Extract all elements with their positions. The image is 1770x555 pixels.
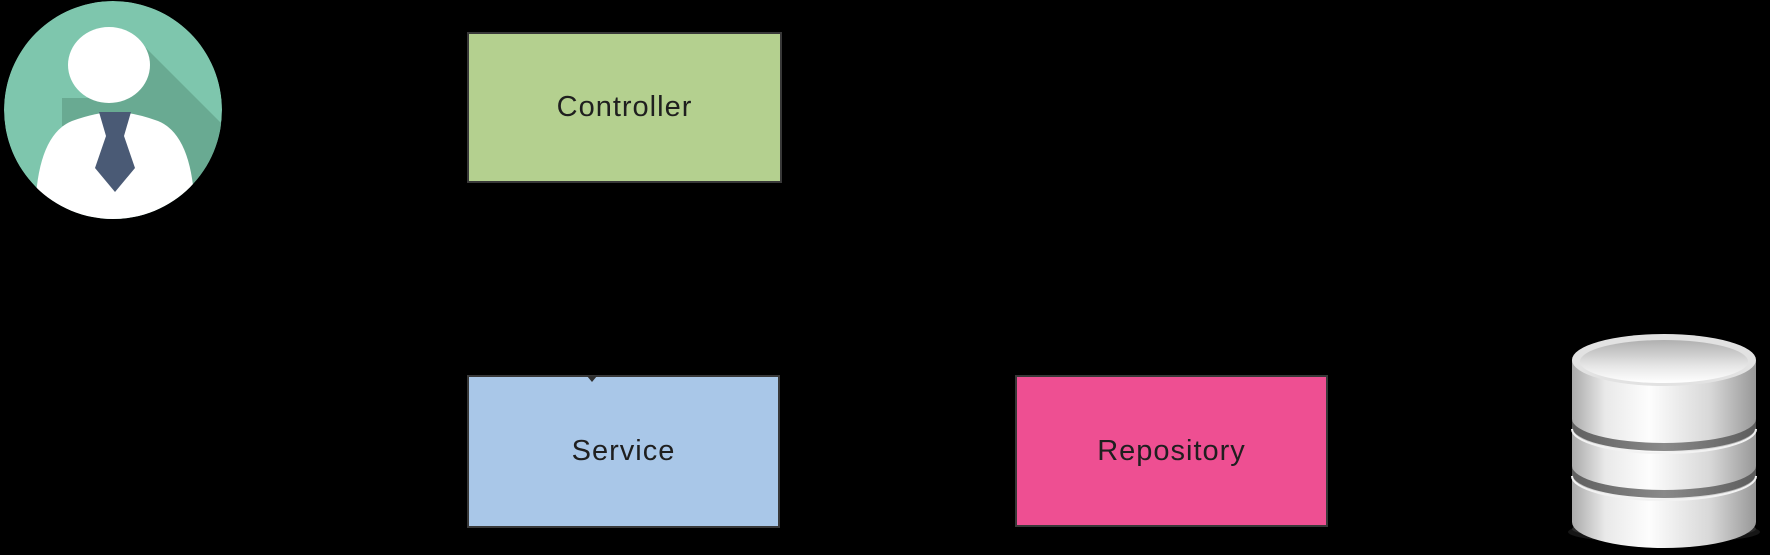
service-label: Service bbox=[571, 435, 676, 467]
service-node: Service bbox=[467, 375, 780, 528]
avatar-tie-knot bbox=[99, 112, 131, 136]
avatar-head bbox=[68, 27, 150, 103]
database-band-1-highlight bbox=[1571, 428, 1757, 454]
arrowhead-tip-icon bbox=[587, 376, 597, 382]
user-avatar-icon bbox=[4, 1, 222, 219]
controller-node: Controller bbox=[467, 32, 782, 183]
database-band-2-highlight bbox=[1571, 475, 1757, 501]
controller-label: Controller bbox=[556, 91, 693, 123]
database-band-2 bbox=[1572, 466, 1756, 498]
avatar-tie bbox=[95, 136, 135, 192]
database-top-inner bbox=[1580, 340, 1748, 383]
database-icon bbox=[1568, 334, 1760, 548]
database-band-1 bbox=[1572, 419, 1756, 451]
repository-node: Repository bbox=[1015, 375, 1328, 527]
repository-label: Repository bbox=[1097, 434, 1246, 467]
